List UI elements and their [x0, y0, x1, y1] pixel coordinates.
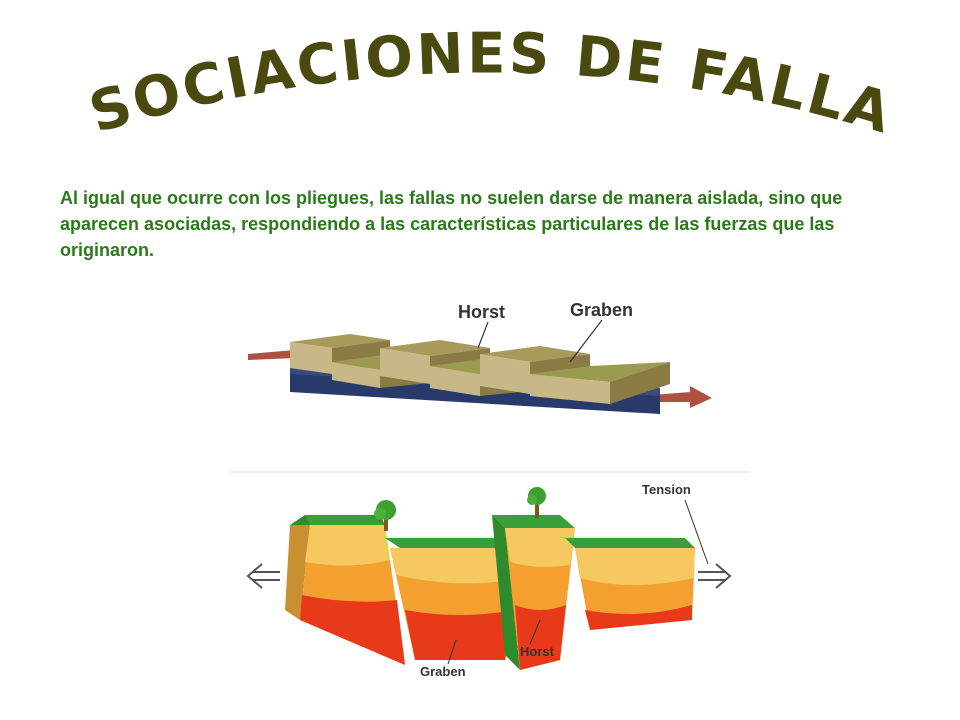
label-tension: Tension — [642, 482, 691, 497]
horst-block-left — [285, 515, 405, 665]
leader-horst — [477, 321, 489, 349]
right-arrow-icon — [640, 386, 712, 408]
label-horst-bottom: Horst — [520, 644, 555, 659]
leader-horst-bottom — [529, 619, 541, 645]
horst-block-center — [492, 515, 575, 670]
body-paragraph: Al igual que ocurre con los pliegues, la… — [60, 188, 843, 260]
left-tension-arrow-icon — [246, 563, 280, 589]
leader-tension — [684, 499, 709, 565]
graben-block-1 — [385, 538, 530, 660]
horst-graben-block-diagram: Horst Graben — [240, 292, 720, 452]
block-6 — [530, 362, 670, 404]
label-horst: Horst — [458, 302, 505, 322]
tension-cross-section-diagram: Tension Graben Horst — [230, 470, 750, 685]
graben-block-2 — [565, 538, 695, 630]
tree-icon — [374, 500, 396, 531]
title-graphic: ASOCIACIONES DE FALLAS — [60, 20, 901, 149]
tree-icon — [527, 487, 546, 518]
label-graben-bottom: Graben — [420, 664, 466, 679]
page-title: ASOCIACIONES DE FALLAS — [60, 20, 920, 160]
leader-graben-bottom — [447, 639, 457, 665]
right-tension-arrow-icon — [698, 563, 732, 589]
title-text: ASOCIACIONES DE FALLAS — [60, 20, 901, 147]
leader-graben — [569, 319, 603, 363]
label-graben: Graben — [570, 300, 633, 320]
